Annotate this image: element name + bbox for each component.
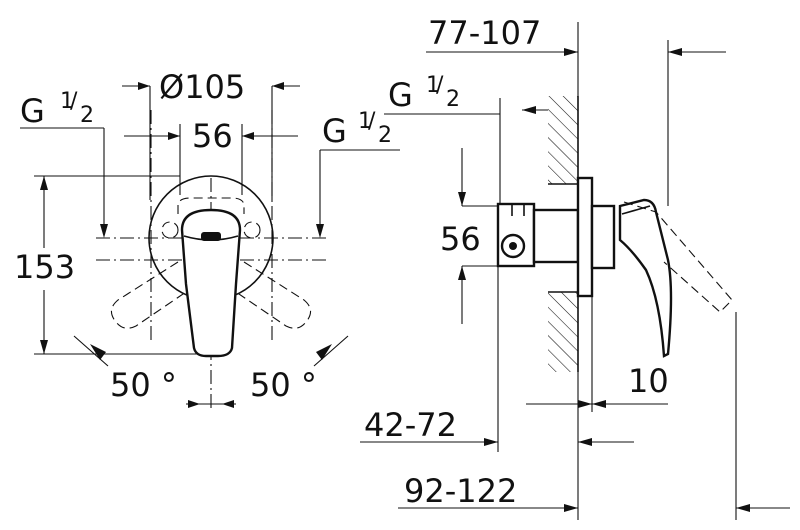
thread-right: G 1 / 2 (316, 109, 400, 238)
wall-range-label: 42-72 (364, 406, 457, 444)
inlet-spacing-label: 56 (192, 117, 233, 155)
thread-side-slash: / (436, 73, 444, 98)
logo-mark (201, 232, 221, 241)
total-depth-dimension: 92-122 (398, 312, 790, 520)
thread-left-num: 1 (60, 89, 74, 114)
thread-right-g: G (322, 112, 347, 150)
wall-dimension: 42-72 (360, 266, 634, 520)
valve-body-side (496, 176, 616, 298)
depth-top-dimension: 77-107 (426, 14, 726, 206)
depth-top-label: 77-107 (428, 14, 541, 52)
lever-front (180, 208, 242, 358)
diameter-label: Ø105 (159, 68, 245, 106)
thread-side-num: 1 (426, 73, 440, 98)
thread-side: G 1 / 2 (384, 73, 548, 204)
lever-ghost-right (235, 261, 312, 329)
thread-left: G 1 / 2 (20, 89, 108, 238)
side-view: G 1 / 2 56 77-107 (360, 14, 790, 520)
lever-offset-label: 10 (628, 362, 669, 400)
height-label: 153 (14, 248, 75, 286)
inlet-spacing-dimension: 56 (124, 117, 298, 195)
front-view: Ø105 56 G 1 / 2 G 1 / 2 (14, 68, 400, 408)
thread-right-num: 1 (358, 109, 372, 134)
thread-side-g: G (388, 76, 413, 114)
thread-left-g: G (20, 92, 45, 130)
lever-side (618, 198, 673, 358)
thread-right-den: 2 (378, 123, 392, 148)
angle-right-label: 50 ° (250, 366, 317, 404)
side-spacing-label: 56 (440, 220, 481, 258)
thread-side-den: 2 (446, 87, 460, 112)
lever-offset-dimension: 10 (526, 296, 669, 412)
wall-hatch-bottom (548, 292, 578, 372)
wall-hatch-top (548, 96, 578, 184)
height-dimension: 153 (14, 175, 204, 355)
angle-left-label: 50 ° (110, 366, 177, 404)
angle-markers: 50 ° 50 ° (73, 335, 349, 408)
thread-right-slash: / (368, 109, 376, 134)
lever-side-ghost (623, 201, 733, 313)
diameter-dimension: Ø105 (122, 68, 300, 200)
side-spacing-dimension: 56 (440, 148, 498, 324)
thread-left-slash: / (70, 89, 78, 114)
total-depth-label: 92-122 (404, 472, 517, 510)
thread-left-den: 2 (80, 103, 94, 128)
lever-ghost-left (110, 261, 187, 329)
